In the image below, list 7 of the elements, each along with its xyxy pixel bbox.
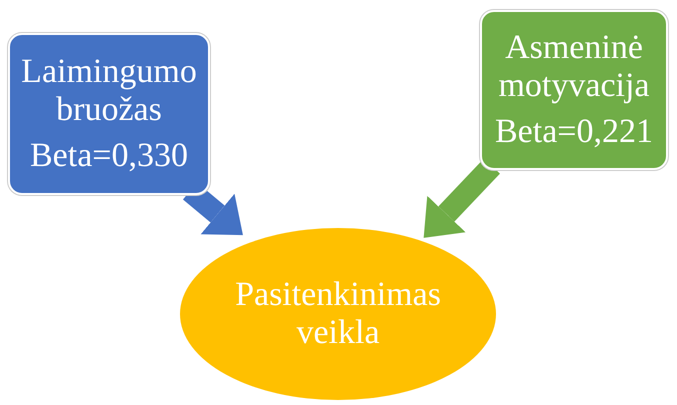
rounded-box <box>480 10 668 170</box>
rounded-box <box>8 33 210 195</box>
node-text: Beta=0,221 <box>495 113 653 152</box>
node-text: Pasitenkinimas veikla <box>235 276 441 352</box>
node-text: Asmeninė motyvacija <box>497 28 651 106</box>
node-text: Laimingumo bruožas <box>20 52 198 130</box>
node-text: Beta=0,330 <box>30 137 188 176</box>
